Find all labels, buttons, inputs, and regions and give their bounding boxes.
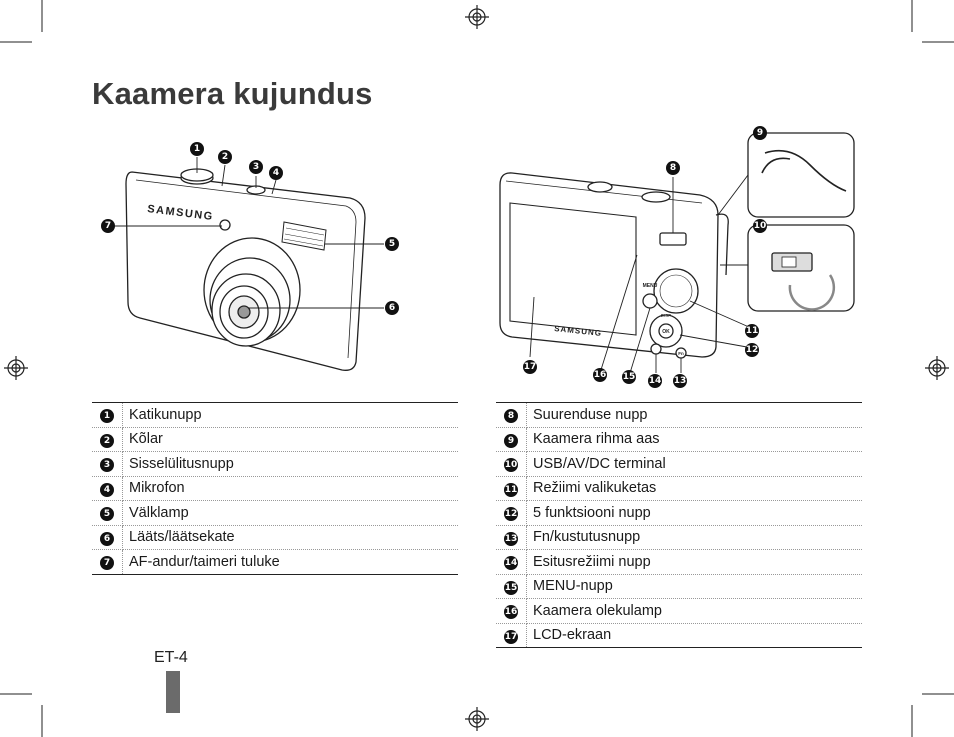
table-row: 1 Katikunupp xyxy=(92,402,458,428)
page-tab-marker xyxy=(166,671,180,713)
callout-7: 7 xyxy=(101,219,115,233)
callout-1: 1 xyxy=(190,142,204,156)
legend-number: 5 xyxy=(100,507,114,522)
legend-label: Katikunupp xyxy=(122,402,458,428)
legend-number: 10 xyxy=(504,458,518,473)
table-row: 14 Esitusrežiimi nupp xyxy=(496,549,862,575)
legend-label: Suurenduse nupp xyxy=(526,402,862,428)
fn-button-label: Fn xyxy=(678,351,684,356)
legend-number: 12 xyxy=(504,507,518,522)
legend-number: 8 xyxy=(504,409,518,424)
legend-number: 4 xyxy=(100,482,114,497)
legend-number: 2 xyxy=(100,433,114,448)
menu-button-label: MENU xyxy=(643,283,658,289)
legend-number: 3 xyxy=(100,458,114,473)
legend-number: 7 xyxy=(100,556,114,571)
callout-14: 14 xyxy=(648,374,662,388)
legend-number: 1 xyxy=(100,409,114,424)
legend-label: Lääts/läätsekate xyxy=(122,525,458,550)
ok-button-label: OK xyxy=(662,329,670,335)
legend-label: Sisselülitusnupp xyxy=(122,451,458,477)
table-row: 9 Kaamera rihma aas xyxy=(496,427,862,452)
disp-button-label: DISP xyxy=(661,313,672,318)
legend-label: 5 funktsiooni nupp xyxy=(526,500,862,526)
page-number: ET-4 xyxy=(154,649,188,666)
table-row: 10 USB/AV/DC terminal xyxy=(496,451,862,477)
registration-mark-left xyxy=(4,356,28,380)
legend-number: 15 xyxy=(504,580,518,595)
legend-table-back: 8 Suurenduse nupp 9 Kaamera rihma aas 10 US… xyxy=(496,402,862,648)
table-row: 5 Välklamp xyxy=(92,500,458,526)
legend-label: AF-andur/taimeri tuluke xyxy=(122,549,458,575)
legend-label: USB/AV/DC terminal xyxy=(526,451,862,477)
callout-3: 3 xyxy=(249,160,263,174)
callout-15: 15 xyxy=(622,370,636,384)
table-row: 11 Režiimi valikuketas xyxy=(496,476,862,501)
legend-label: Kõlar xyxy=(122,427,458,452)
camera-back-illustration: SAMSUNG MENU OK DISP Fn xyxy=(499,132,855,374)
legend-number: 14 xyxy=(504,556,518,571)
legend-label: Fn/kustutusnupp xyxy=(526,525,862,550)
callout-10: 10 xyxy=(753,219,767,233)
callout-8: 8 xyxy=(666,161,680,175)
legend-table-front: 1 Katikunupp 2 Kõlar 3 Sisselülitusnupp 4 Mi… xyxy=(92,402,458,575)
registration-mark-right xyxy=(925,356,949,380)
table-row: 2 Kõlar xyxy=(92,427,458,452)
legend-label: Kaamera olekulamp xyxy=(526,598,862,624)
table-row: 13 Fn/kustutusnupp xyxy=(496,525,862,550)
table-row: 12 5 funktsiooni nupp xyxy=(496,500,862,526)
legend-number: 9 xyxy=(504,433,518,448)
registration-mark-bottom xyxy=(465,707,489,731)
callout-13: 13 xyxy=(673,374,687,388)
callout-9: 9 xyxy=(753,126,767,140)
table-row: 3 Sisselülitusnupp xyxy=(92,451,458,477)
table-row: 6 Lääts/läätsekate xyxy=(92,525,458,550)
callout-5: 5 xyxy=(385,237,399,251)
legend-number: 11 xyxy=(504,482,518,497)
table-row: 16 Kaamera olekulamp xyxy=(496,598,862,624)
page-title: Kaamera kujundus xyxy=(92,76,373,111)
legend-number: 6 xyxy=(100,531,114,546)
legend-label: Esitusrežiimi nupp xyxy=(526,549,862,575)
legend-label: Režiimi valikuketas xyxy=(526,476,862,501)
callout-16: 16 xyxy=(593,368,607,382)
table-row: 17 LCD-ekraan xyxy=(496,623,862,648)
callout-17: 17 xyxy=(523,360,537,374)
legend-number: 13 xyxy=(504,531,518,546)
callout-2: 2 xyxy=(218,150,232,164)
table-row: 4 Mikrofon xyxy=(92,476,458,501)
table-row: 7 AF-andur/taimeri tuluke xyxy=(92,549,458,575)
legend-label: LCD-ekraan xyxy=(526,623,862,648)
callout-12: 12 xyxy=(745,343,759,357)
callout-11: 11 xyxy=(745,324,759,338)
legend-label: Kaamera rihma aas xyxy=(526,427,862,452)
registration-mark-top xyxy=(465,5,489,29)
legend-label: Välklamp xyxy=(122,500,458,526)
camera-front-illustration: SAMSUNG xyxy=(114,157,384,371)
table-row: 15 MENU-nupp xyxy=(496,574,862,599)
callout-4: 4 xyxy=(269,166,283,180)
legend-number: 17 xyxy=(504,629,518,644)
legend-label: MENU-nupp xyxy=(526,574,862,599)
legend-number: 16 xyxy=(504,605,518,620)
table-row: 8 Suurenduse nupp xyxy=(496,402,862,428)
callout-6: 6 xyxy=(385,301,399,315)
legend-label: Mikrofon xyxy=(122,476,458,501)
